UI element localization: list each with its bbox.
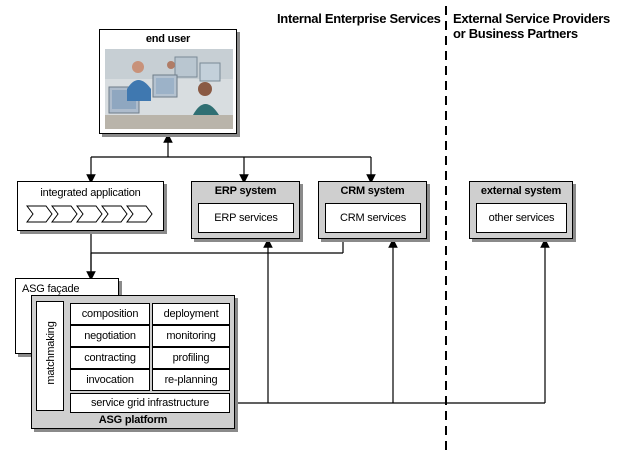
- asg-platform-box: matchmaking composition deployment negot…: [31, 295, 235, 429]
- crm-system-box: CRM system CRM services: [318, 181, 427, 239]
- other-services-box: other services: [476, 203, 567, 233]
- component-deployment: deployment: [152, 303, 230, 325]
- end-user-box: end user: [99, 29, 237, 134]
- integrated-application-box: integrated application: [17, 181, 164, 231]
- crm-services-box: CRM services: [325, 203, 421, 233]
- component-composition: composition: [70, 303, 150, 325]
- component-invocation: invocation: [70, 369, 150, 391]
- service-grid-infrastructure: service grid infrastructure: [70, 393, 230, 413]
- erp-services-box: ERP services: [198, 203, 294, 233]
- component-re-planning: re-planning: [152, 369, 230, 391]
- external-providers-header-line2: or Business Partners: [453, 26, 578, 41]
- matchmaking-label: matchmaking: [45, 321, 57, 385]
- crm-system-title: CRM system: [340, 185, 405, 197]
- external-providers-header-line1: External Service Providers: [453, 11, 610, 26]
- component-profiling: profiling: [152, 347, 230, 369]
- external-system-title: external system: [480, 185, 562, 197]
- external-system-box: external system other services: [469, 181, 573, 239]
- office-photo: [105, 49, 233, 129]
- erp-system-title: ERP system: [214, 185, 277, 197]
- erp-system-box: ERP system ERP services: [191, 181, 300, 239]
- end-user-label: end user: [145, 33, 191, 45]
- internal-services-header: Internal Enterprise Services: [277, 11, 441, 26]
- component-contracting: contracting: [70, 347, 150, 369]
- component-negotiation: negotiation: [70, 325, 150, 347]
- asg-facade-label: ASG façade: [22, 283, 80, 295]
- asg-platform-title: ASG platform: [98, 414, 168, 426]
- matchmaking-box: matchmaking: [36, 301, 64, 411]
- component-monitoring: monitoring: [152, 325, 230, 347]
- process-chevrons: [26, 205, 153, 223]
- integrated-application-label: integrated application: [40, 187, 141, 199]
